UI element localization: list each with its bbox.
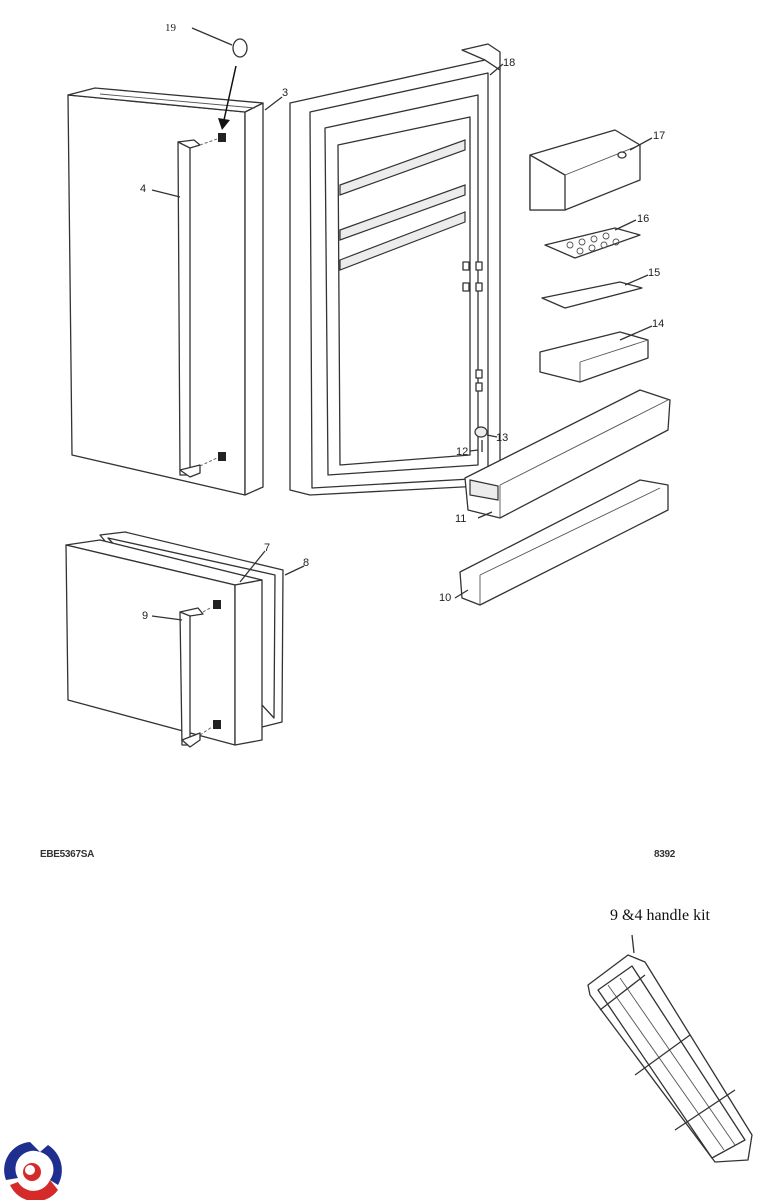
callout-9: 9 bbox=[142, 610, 148, 622]
callout-19: 19 bbox=[165, 22, 177, 34]
door-shelf-part-11 bbox=[464, 389, 671, 519]
callout-4: 4 bbox=[140, 183, 146, 195]
callout-11: 11 bbox=[455, 513, 466, 525]
upper-door-part-3 bbox=[67, 87, 264, 496]
callout-13: 13 bbox=[496, 432, 508, 444]
hinge-parts-12-13 bbox=[474, 426, 488, 452]
handle-kit-drawing bbox=[587, 934, 753, 1163]
handle-cap-bottom bbox=[218, 452, 226, 461]
handle-part-9 bbox=[179, 600, 221, 748]
callout-12: 12 bbox=[456, 446, 468, 458]
callout-15: 15 bbox=[648, 267, 660, 279]
brand-logo bbox=[4, 1142, 62, 1200]
handle-kit-label: 9 &4 handle kit bbox=[610, 907, 710, 924]
callout-8: 8 bbox=[303, 557, 309, 569]
diagram-code: 8392 bbox=[654, 849, 676, 860]
lower-door-part-7 bbox=[65, 531, 284, 746]
callout-18: 18 bbox=[503, 57, 515, 69]
door-liner-part-18 bbox=[289, 43, 501, 496]
callout-16: 16 bbox=[637, 213, 649, 225]
leader-lines bbox=[151, 63, 653, 621]
shelf-lid-part-15 bbox=[541, 281, 643, 309]
part-19-plug bbox=[191, 27, 248, 130]
callout-10: 10 bbox=[439, 592, 451, 604]
small-door-shelf-part-14 bbox=[539, 331, 649, 383]
dairy-compartment-part-17 bbox=[529, 129, 641, 211]
model-number: EBE5367SA bbox=[40, 849, 94, 860]
bottle-shelf-part-10 bbox=[459, 479, 669, 606]
callout-17: 17 bbox=[653, 130, 665, 142]
handle-cap-top bbox=[218, 133, 226, 142]
egg-tray-part-16 bbox=[544, 227, 641, 259]
callout-14: 14 bbox=[652, 318, 664, 330]
callout-7: 7 bbox=[264, 542, 270, 554]
handle-part-4 bbox=[177, 133, 226, 478]
callout-3: 3 bbox=[282, 87, 288, 99]
